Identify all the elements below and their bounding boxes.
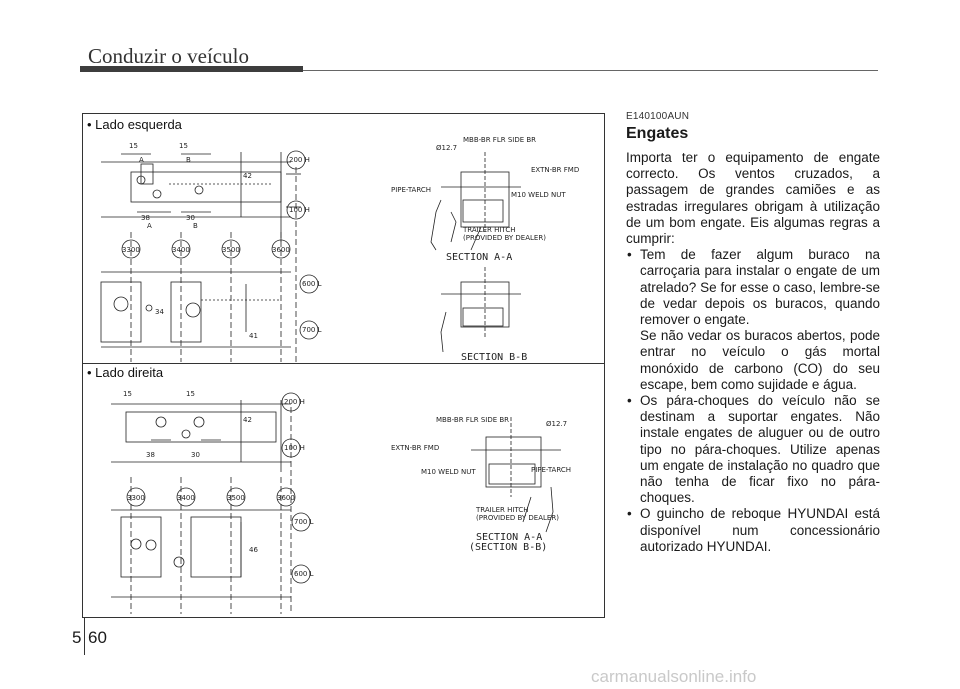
- hitch-figure: • Lado esquerda • Lado direita: [82, 113, 605, 618]
- dim-label: 41: [249, 332, 258, 340]
- circle-label: 200 H: [289, 156, 310, 164]
- page-number: 60: [88, 628, 107, 647]
- circle-label: 3600: [277, 494, 295, 502]
- left-side-drawing: 15 15 42 38 30 A B A B 34 41 200 H 100 H…: [91, 132, 601, 362]
- note-label: MBB-BR FLR SIDE BR: [463, 136, 536, 144]
- section-aa-label: SECTION A-A: [446, 252, 512, 263]
- circle-label: 600 L: [302, 280, 322, 288]
- right-side-label: • Lado direita: [87, 365, 164, 380]
- circle-label: 700 L: [294, 518, 314, 526]
- circle-label: 3500: [222, 246, 240, 254]
- watermark: carmanualsonline.info: [591, 667, 757, 686]
- note-label: Ø12.7: [436, 144, 457, 152]
- dim-label: 42: [243, 172, 252, 180]
- note-label: MBB-BR FLR SIDE BR: [436, 416, 509, 424]
- bullet-text: Os pára-choques do veículo não se destin…: [640, 393, 880, 506]
- circle-label: 700 L: [302, 326, 322, 334]
- circle-label: 200 H: [284, 398, 305, 406]
- dim-label: 30: [186, 214, 195, 222]
- circle-label: 600 L: [294, 570, 314, 578]
- section-marker: A: [147, 222, 152, 230]
- dim-label: 34: [155, 308, 164, 316]
- circle-label: 100 H: [284, 444, 305, 452]
- right-side-drawing: 15 15 42 38 30 46 200 H 100 H 3300 3400 …: [91, 382, 601, 614]
- section-marker: B: [186, 156, 191, 164]
- circle-label: 3400: [172, 246, 190, 254]
- bullet-text: O guincho de reboque HYUNDAI está dispon…: [640, 506, 880, 554]
- section-aa-label: SECTION A-A: [476, 532, 542, 543]
- note-label: PIPE-TARCH: [531, 466, 571, 474]
- circle-label: 3300: [122, 246, 140, 254]
- section-marker: B: [193, 222, 198, 230]
- circle-label: 3300: [127, 494, 145, 502]
- footer-separator: [84, 618, 85, 655]
- dim-label: 46: [249, 546, 258, 554]
- section-bb-label: SECTION B-B: [461, 352, 527, 362]
- left-side-label: • Lado esquerda: [87, 117, 182, 132]
- chapter-title: Conduzir o veículo: [88, 44, 249, 68]
- note-label: (PROVIDED BY DEALER): [476, 514, 559, 522]
- section-title: Engates: [626, 125, 689, 142]
- note-label: M10 WELD NUT: [511, 191, 566, 199]
- dim-label: 42: [243, 416, 252, 424]
- bullet-text: Tem de fazer algum buraco na carroçaria …: [640, 247, 880, 328]
- section-marker: A: [139, 156, 144, 164]
- header-rule: [303, 70, 878, 71]
- dim-label: 15: [129, 142, 138, 150]
- dim-label: 38: [146, 451, 155, 459]
- article-body: Importa ter o equipamento de engate corr…: [626, 150, 880, 555]
- circle-label: 3600: [272, 246, 290, 254]
- figure-divider: [83, 363, 604, 364]
- note-label: PIPE-TARCH: [391, 186, 431, 194]
- dim-label: 15: [186, 390, 195, 398]
- note-label: M10 WELD NUT: [421, 468, 476, 476]
- rules-list: Tem de fazer algum buraco na carroçaria …: [626, 247, 880, 555]
- dim-label: 30: [191, 451, 200, 459]
- list-item: Tem de fazer algum buraco na carroçaria …: [626, 247, 880, 393]
- circle-label: 3400: [177, 494, 195, 502]
- dim-label: 15: [123, 390, 132, 398]
- note-label: TRAILER HITCH: [462, 226, 515, 234]
- list-item: Os pára-choques do veículo não se destin…: [626, 393, 880, 506]
- chapter-number: 5: [72, 628, 82, 647]
- note-label: TRAILER HITCH: [475, 506, 528, 514]
- intro-paragraph: Importa ter o equipamento de engate corr…: [626, 150, 880, 247]
- section-bb-label: (SECTION B-B): [469, 542, 547, 553]
- note-label: Ø12.7: [546, 420, 567, 428]
- article-code: E140100AUN: [626, 111, 690, 122]
- header-bar: [80, 66, 303, 72]
- circle-label: 100 H: [289, 206, 310, 214]
- circle-label: 3500: [227, 494, 245, 502]
- dim-label: 15: [179, 142, 188, 150]
- bullet-extra: Se não vedar os buracos abertos, pode en…: [640, 328, 880, 392]
- note-label: (PROVIDED BY DEALER): [463, 234, 546, 242]
- list-item: O guincho de reboque HYUNDAI está dispon…: [626, 506, 880, 555]
- note-label: EXTN-BR FMD: [531, 166, 579, 174]
- dim-label: 38: [141, 214, 150, 222]
- note-label: EXTN-BR FMD: [391, 444, 439, 452]
